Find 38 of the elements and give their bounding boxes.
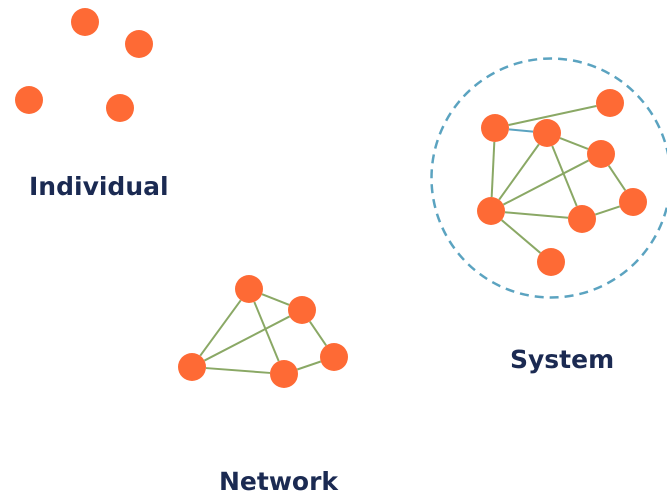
connector-line (296, 360, 322, 370)
node-dot (125, 30, 153, 58)
connector-line (262, 293, 290, 306)
connector-line (502, 160, 590, 206)
node-dot (533, 119, 561, 147)
group-label: Network (219, 467, 338, 496)
connector-line (560, 137, 588, 150)
connector-line (501, 219, 541, 254)
connector-line (253, 302, 280, 362)
node-dot (15, 86, 43, 114)
node-dot (477, 197, 505, 225)
connector-line (551, 146, 578, 206)
node-dot (587, 140, 615, 168)
group-label: System (510, 345, 614, 374)
connector-line (309, 321, 327, 346)
connector-line (490, 142, 496, 198)
node-dot (481, 114, 509, 142)
connector-line (608, 165, 626, 191)
connector-line (508, 105, 597, 126)
node-dot (320, 343, 348, 371)
node-dot (596, 89, 624, 117)
node-dot (288, 296, 316, 324)
node-dot (619, 188, 647, 216)
connector-line (498, 144, 540, 200)
node-dot (71, 8, 99, 36)
node-dot (537, 248, 565, 276)
node-dot (235, 275, 263, 303)
node-dot (568, 205, 596, 233)
connector-line (508, 128, 534, 133)
node-dot (106, 94, 134, 122)
connector-line (504, 211, 568, 219)
node-dot (178, 353, 206, 381)
connector-line (204, 316, 290, 362)
node-dot (270, 360, 298, 388)
group-label: Individual (29, 172, 169, 201)
connector-line (206, 367, 270, 374)
connector-line (594, 205, 620, 216)
connector-line (199, 300, 242, 356)
